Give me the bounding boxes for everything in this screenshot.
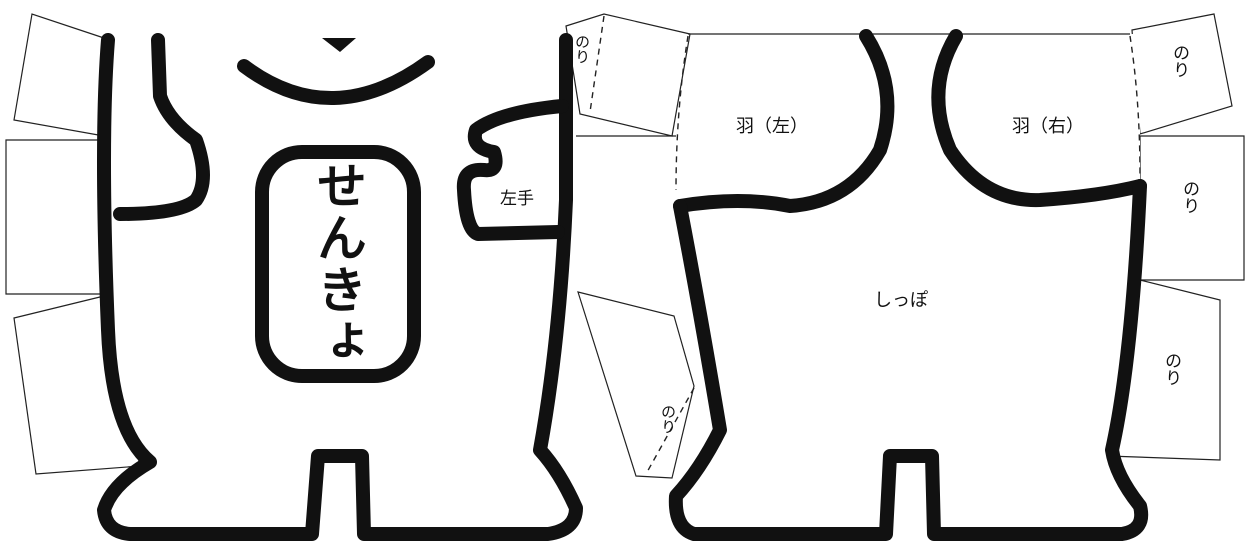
beak-notch bbox=[322, 38, 356, 52]
front-body-outline bbox=[97, 33, 583, 541]
front-body bbox=[97, 33, 583, 541]
label-wing-right: 羽（右） bbox=[1012, 116, 1084, 137]
fold-line-center-top bbox=[589, 15, 605, 113]
center-glue-tabs bbox=[565, 13, 695, 479]
glue-tab-left-top bbox=[13, 13, 105, 137]
glue-label-center-top: のり bbox=[573, 34, 591, 64]
glue-label-center-bottom: のり bbox=[659, 404, 677, 434]
wing-right-outline bbox=[931, 29, 1147, 208]
glue-label-right-middle: のり bbox=[1179, 180, 1199, 214]
back-body-outline bbox=[668, 179, 1149, 541]
right-glue-tabs bbox=[1107, 13, 1245, 461]
glue-tab-center-top bbox=[565, 13, 691, 137]
left-hand-outline bbox=[456, 99, 569, 241]
glue-label-right-top: のり bbox=[1169, 44, 1189, 78]
glue-label-right-bottom: のり bbox=[1161, 352, 1181, 386]
label-wing-left: 羽（左） bbox=[736, 116, 808, 137]
name-panel-frame bbox=[255, 145, 421, 383]
fold-line-center-bottom bbox=[645, 387, 695, 475]
fold-line-wing-left bbox=[675, 35, 689, 191]
name-panel-text: せんきょ bbox=[309, 160, 367, 368]
glue-tab-left-middle bbox=[5, 139, 103, 295]
glue-tab-center-bottom bbox=[577, 291, 695, 479]
smile-mouth bbox=[237, 55, 435, 105]
wing-left-outline bbox=[673, 29, 895, 213]
label-left-hand: 左手 bbox=[500, 189, 534, 209]
back-body bbox=[668, 29, 1149, 541]
fold-line-wing-right bbox=[1129, 35, 1141, 177]
label-tail: しっぽ bbox=[874, 290, 928, 311]
front-body-left-arm-line bbox=[113, 33, 210, 221]
